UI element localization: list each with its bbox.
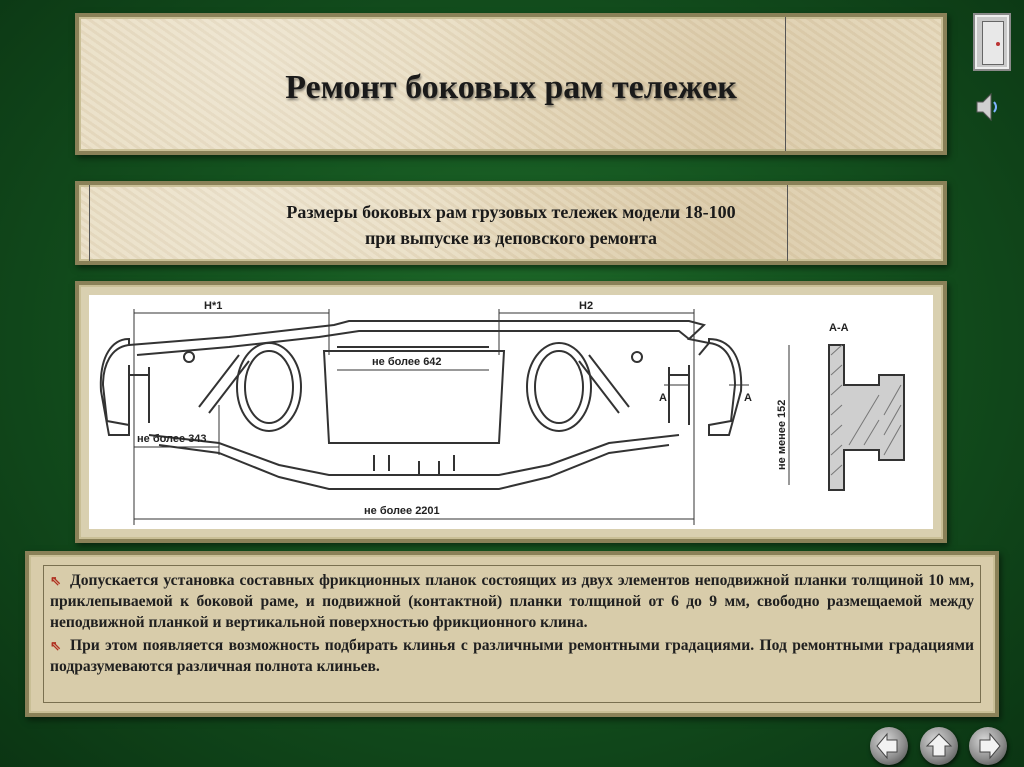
frame-top-chord [128,320,711,356]
subtitle-panel: Размеры боковых рам грузовых тележек мод… [75,181,947,265]
paragraph-2: ⇖При этом появляется возможность подбира… [50,635,974,677]
left-strut [198,354,250,414]
right-window-inner [534,350,584,424]
bolster-opening [322,350,506,444]
dim-label-max-642: не более 642 [372,356,442,368]
door-knob [996,42,1000,46]
section-mark-left: А [659,392,667,404]
speaker-icon[interactable] [975,90,1001,124]
dim-label-max-2201: не более 2201 [364,505,440,517]
dim-label-h2: H2 [579,300,593,312]
section-mark-right: А [744,392,752,404]
frame-bottom-inner [158,444,670,490]
text-panel: ⇖Допускается установка составных фрикцио… [25,551,999,717]
section-title: А-А [829,322,849,334]
bolt-right [631,351,643,363]
arrow-left-icon[interactable] [870,727,908,765]
exit-door-icon[interactable] [973,13,1011,71]
left-window [236,342,302,432]
spring-seats [373,455,455,475]
left-window-inner [244,350,294,424]
title-panel: Ремонт боковых рам тележек [75,13,947,155]
title-divider [785,17,786,151]
bullet-arrow-icon: ⇖ [50,573,61,588]
subtitle-line-2: при выпуске из деповского ремонта [364,228,658,248]
door-shape [982,21,1004,65]
paragraph-1: ⇖Допускается установка составных фрикцио… [50,570,974,633]
dim-label-h1: H*1 [204,300,222,312]
right-window [526,342,592,432]
dim-label-min-152: не менее 152 [776,400,788,470]
frame-right-end [708,337,743,436]
frame-bottom-chord [148,434,680,476]
subtitle-line-1: Размеры боковых рам грузовых тележек мод… [286,202,736,222]
frame-right-column [668,365,690,425]
slide-title: Ремонт боковых рам тележек [285,69,737,106]
paragraph-1-text: Допускается установка составных фрикцион… [50,572,974,631]
bolt-left [183,351,195,363]
right-strut [578,354,630,414]
diagram-panel: H*1 H2 не более 642 не более 343 не боле… [75,281,947,543]
paragraph-2-text: При этом появляется возможность подбират… [50,637,974,675]
text-body: ⇖Допускается установка составных фрикцио… [43,565,981,703]
arrow-right-icon[interactable] [969,727,1007,765]
side-frame-drawing: H*1 H2 не более 642 не более 343 не боле… [89,295,933,529]
arrow-up-icon[interactable] [920,727,958,765]
frame-left-column [128,365,150,425]
bullet-arrow-icon: ⇖ [50,638,61,653]
frame-left-end [99,337,130,436]
subtitle-divider-right [787,185,788,261]
subtitle-divider-left [89,185,90,261]
dim-label-max-343: не более 343 [137,433,207,445]
frame-top-inner [136,330,690,356]
